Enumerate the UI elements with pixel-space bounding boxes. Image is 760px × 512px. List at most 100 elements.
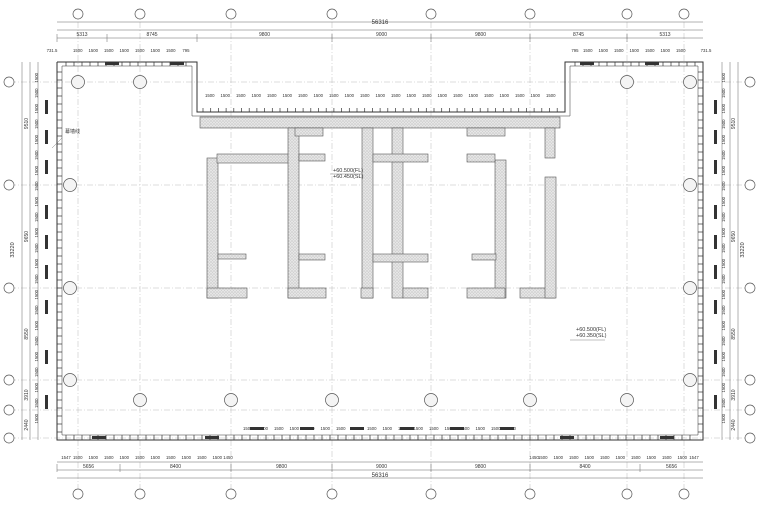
grid-bubble-bottom <box>524 488 536 500</box>
module-label-bridge: 1500 <box>499 93 509 98</box>
core-walls <box>199 116 561 299</box>
module-label-bridge: 1500 <box>236 93 246 98</box>
column <box>620 393 634 407</box>
module-label-bottom-left: 1500 <box>166 455 176 460</box>
dim-right-bay: 9650 <box>731 231 737 242</box>
module-label-bottom-center: 1500 <box>320 426 330 431</box>
module-label-bottom-center: 1500 <box>413 426 423 431</box>
edge-dim-bottom-right-a: 1450 <box>529 455 539 460</box>
edge-dim-top-right-a: 795 <box>571 48 579 53</box>
module-label-left: 1500 <box>34 305 39 315</box>
module-label-top-right: 1500 <box>583 48 593 53</box>
facade-bracket <box>714 160 717 174</box>
module-label-bridge: 1500 <box>360 93 370 98</box>
module-label-bridge: 1500 <box>391 93 401 98</box>
grid-bubble-bottom <box>678 488 690 500</box>
total-height-left: 33220 <box>10 242 16 257</box>
module-label-bridge: 1500 <box>546 93 556 98</box>
level-marker-core: +60.500(FL) +60.450(SL) <box>330 168 364 180</box>
module-label-top-left: 1500 <box>135 48 145 53</box>
module-label-right: 1500 <box>721 119 726 129</box>
module-label-left: 1500 <box>34 243 39 253</box>
facade-bracket <box>714 235 717 249</box>
module-label-bottom-center: 1500 <box>491 426 501 431</box>
module-label-bottom-center: 1500 <box>475 426 485 431</box>
module-label-left: 1500 <box>34 413 39 423</box>
module-label-bottom-left: 1500 <box>212 455 222 460</box>
module-label-bridge: 1500 <box>468 93 478 98</box>
module-label-bottom-right: 1500 <box>538 455 548 460</box>
grid-bubble-top <box>134 8 146 20</box>
module-label-bridge: 1500 <box>220 93 230 98</box>
overall-dim-bottom: 56316 <box>372 473 389 479</box>
facade-bracket <box>45 300 48 314</box>
module-label-right: 1500 <box>721 72 726 82</box>
module-label-left: 1500 <box>34 258 39 268</box>
dim-top-bay: 8745 <box>146 32 157 38</box>
grid-bubble-right <box>744 404 756 416</box>
dim-right-bay: 8550 <box>731 328 737 339</box>
facade-bracket <box>350 427 364 430</box>
facade-bracket <box>400 427 414 430</box>
dim-bottom-bay: 5656 <box>83 464 94 470</box>
dim-right-bay: 9510 <box>731 118 737 129</box>
module-label-top-right: 1500 <box>645 48 655 53</box>
grid-bubble-bottom <box>72 488 84 500</box>
module-label-bridge: 1500 <box>453 93 463 98</box>
level-core-fl: +60.500(FL) <box>333 168 363 174</box>
module-label-left: 1500 <box>34 320 39 330</box>
dim-bottom-bay: 9800 <box>475 464 486 470</box>
module-label-right: 1500 <box>721 181 726 191</box>
module-label-bottom-center: 1500 <box>460 426 470 431</box>
module-label-bottom-left: 1500 <box>181 455 191 460</box>
module-label-bottom-left: 1500 <box>73 455 83 460</box>
facade-bracket <box>45 100 48 114</box>
module-label-left: 1500 <box>34 336 39 346</box>
dim-top-bay: 9800 <box>475 32 486 38</box>
dim-top-bay: 5313 <box>659 32 670 38</box>
column <box>683 373 697 387</box>
grid-bubble-top <box>524 8 536 20</box>
dim-bottom-bay: 8400 <box>170 464 181 470</box>
edge-dim-bottom-left-a: 1547 <box>61 455 71 460</box>
module-label-top-left: 1500 <box>119 48 129 53</box>
module-label-bottom-right: 1500 <box>631 455 641 460</box>
module-label-right: 1500 <box>721 382 726 392</box>
module-label-bottom-left: 1500 <box>88 455 98 460</box>
column <box>71 75 85 89</box>
columns <box>63 75 697 407</box>
module-label-bridge: 1500 <box>484 93 494 98</box>
module-label-right: 1500 <box>721 103 726 113</box>
dim-right-bay: 2440 <box>731 419 737 430</box>
module-label-bridge: 1500 <box>422 93 432 98</box>
facade-bracket <box>714 130 717 144</box>
grid-bubble-bottom <box>621 488 633 500</box>
facade-bracket <box>45 130 48 144</box>
dim-top-bay: 8745 <box>573 32 584 38</box>
facade-bracket <box>660 436 674 439</box>
grid-bubble-left <box>3 432 15 444</box>
module-label-right: 1500 <box>721 196 726 206</box>
module-label-bottom-right: 1500 <box>646 455 656 460</box>
grid-bubble-top <box>326 8 338 20</box>
edge-dim-bottom-right-b: 1547 <box>689 455 699 460</box>
module-label-top-right: 1500 <box>660 48 670 53</box>
module-label-bridge: 1500 <box>406 93 416 98</box>
grid-bubble-top <box>225 8 237 20</box>
facade-bracket <box>45 395 48 409</box>
dim-left-bay: 3910 <box>24 389 30 400</box>
total-height-right: 33220 <box>740 242 746 257</box>
module-label-top-right: 1500 <box>629 48 639 53</box>
module-label-right: 1500 <box>721 320 726 330</box>
module-label-bottom-left: 1500 <box>197 455 207 460</box>
dim-bottom-bay: 9800 <box>276 464 287 470</box>
dim-top-bay: 9800 <box>259 32 270 38</box>
module-label-bottom-right: 1500 <box>615 455 625 460</box>
facade-bracket <box>714 265 717 279</box>
facade-bracket <box>580 62 594 65</box>
module-label-bottom-left: 1500 <box>104 455 114 460</box>
column <box>325 393 339 407</box>
column <box>683 281 697 295</box>
overall-dim-top: 56316 <box>372 20 389 26</box>
